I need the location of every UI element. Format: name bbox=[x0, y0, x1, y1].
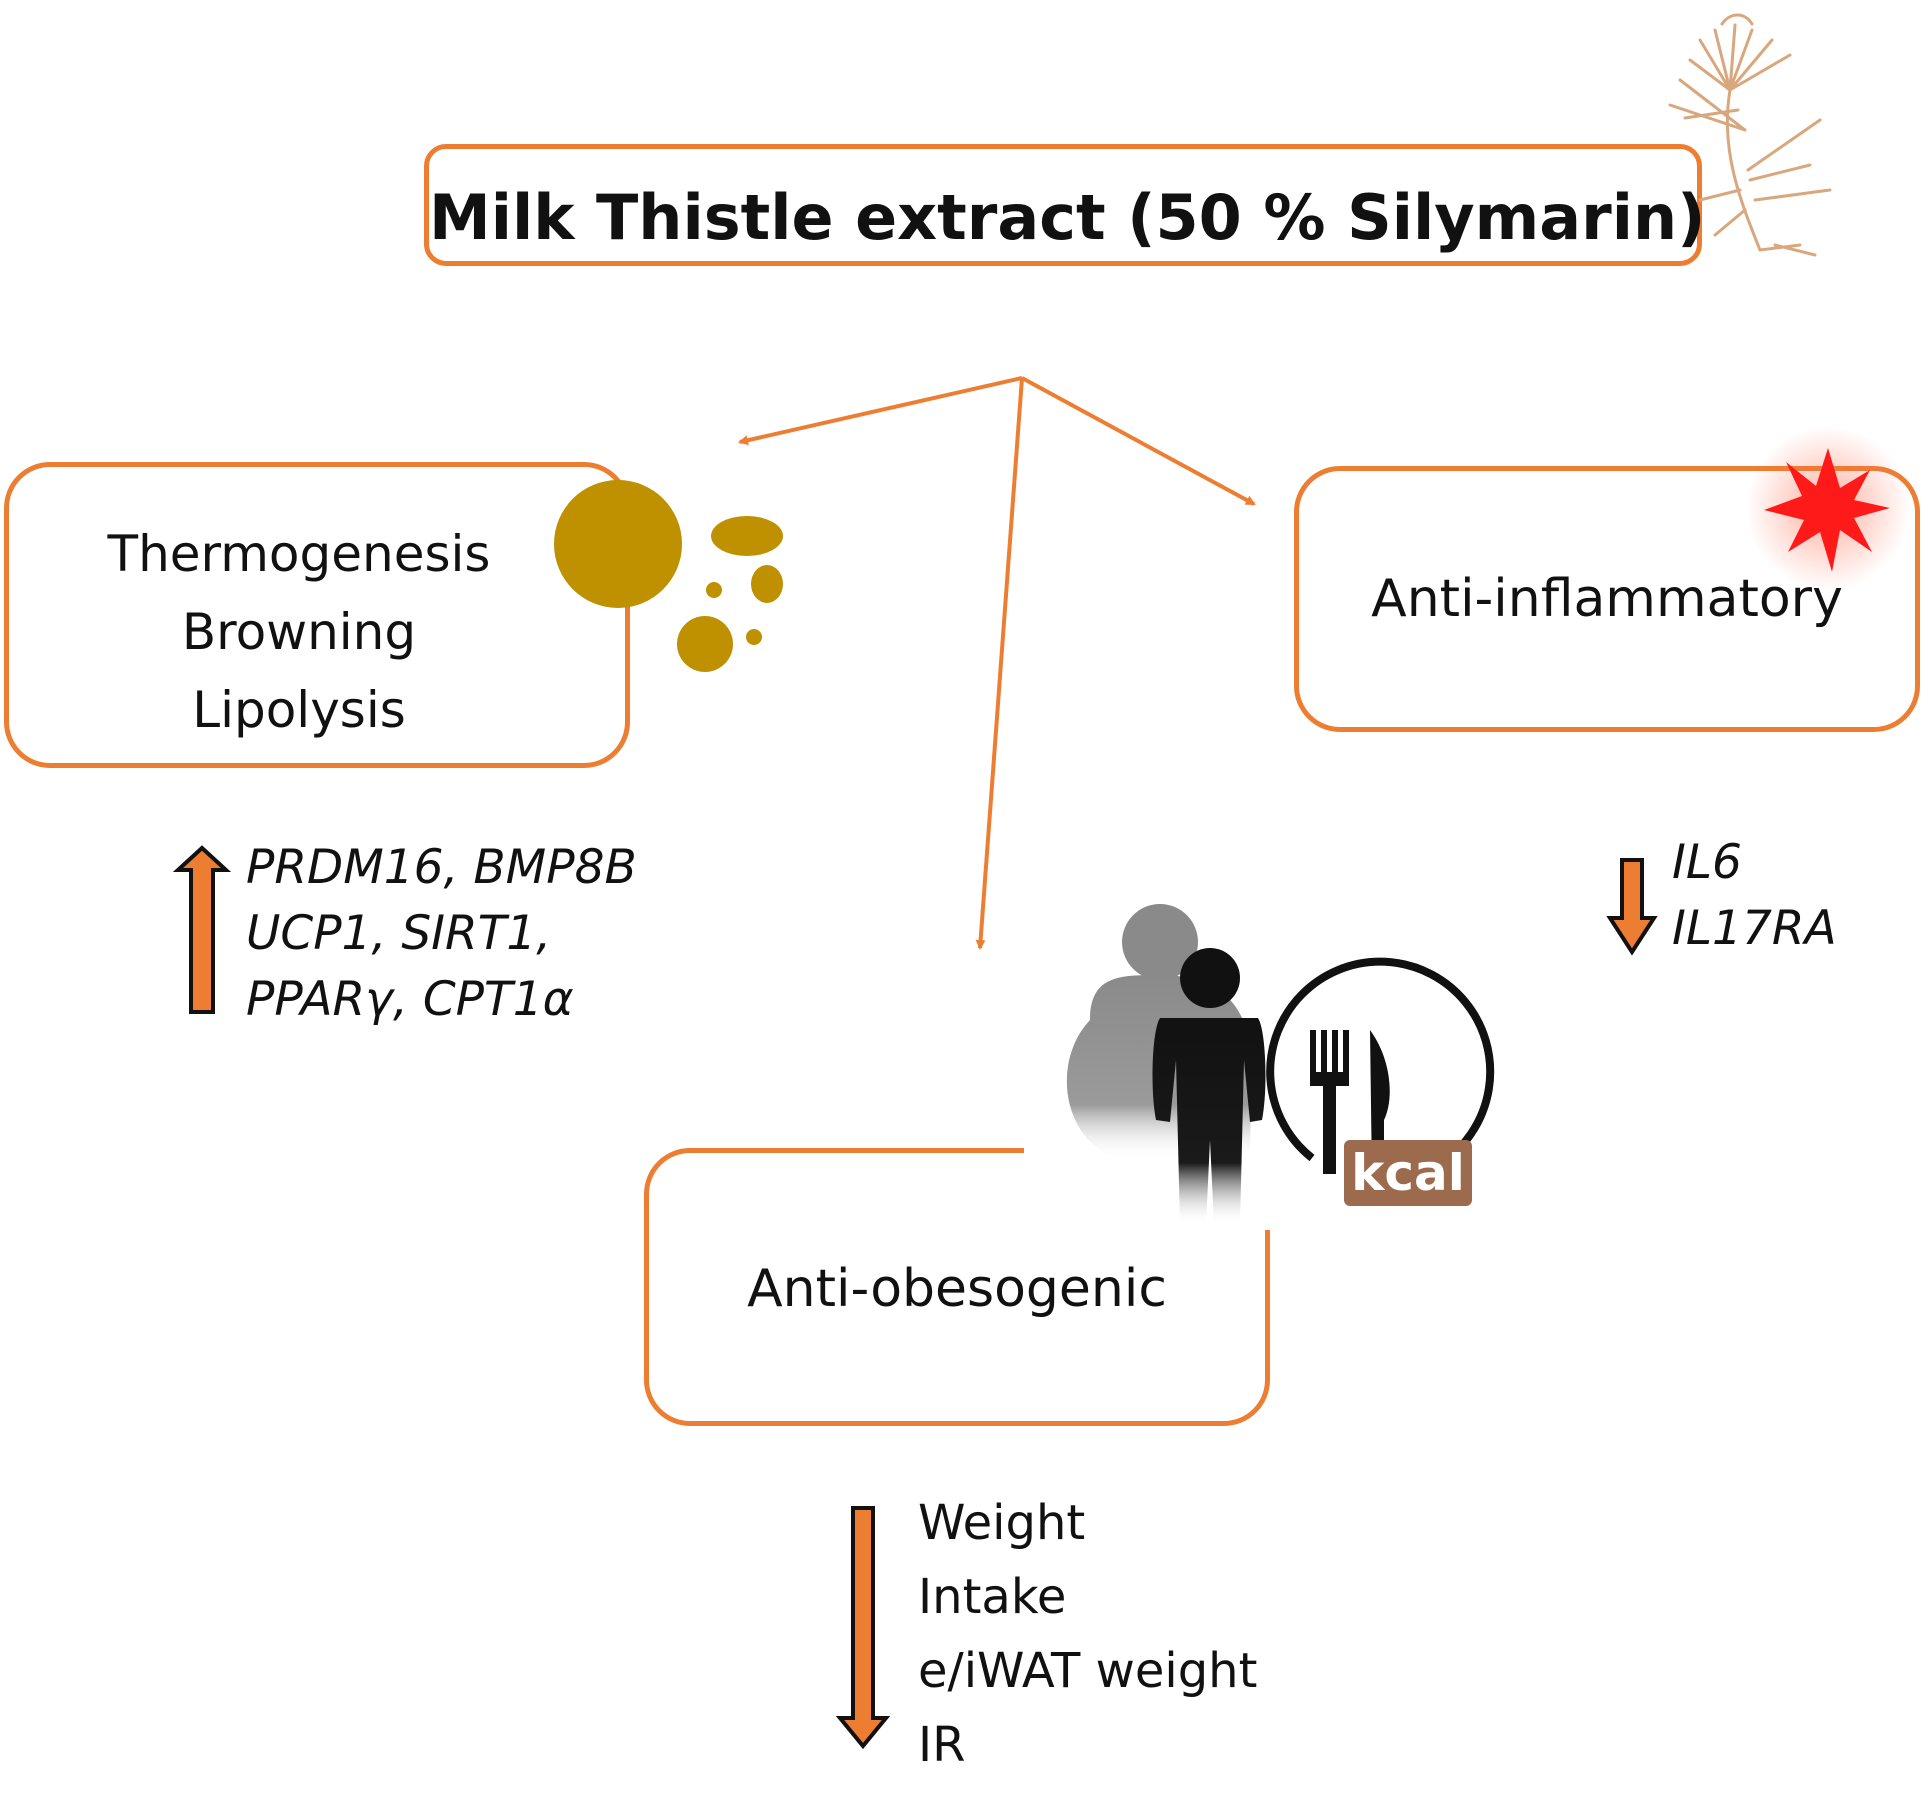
slim-person-head bbox=[1180, 948, 1240, 1008]
arrow-to-anti-obesogenic bbox=[975, 377, 1024, 950]
thermogenesis-labels: Thermogenesis Browning Lipolysis bbox=[89, 515, 509, 749]
gene-line: IL17RA bbox=[1672, 901, 1837, 956]
fat-droplet bbox=[706, 582, 722, 598]
diagram-title: Milk Thistle extract (50 % Silymarin) bbox=[429, 181, 1706, 254]
anti-obesogenic-effects: Weight Intake e/iWAT weight IR bbox=[918, 1486, 1257, 1782]
effect-line: IR bbox=[918, 1717, 966, 1773]
lipolysis-label: Lipolysis bbox=[192, 681, 406, 739]
anti-obesogenic-label: Anti-obesogenic bbox=[747, 1259, 1167, 1319]
gene-line: PPARγ, CPT1α bbox=[246, 972, 574, 1027]
browning-label: Browning bbox=[181, 603, 417, 661]
thermogenesis-box: Thermogenesis Browning Lipolysis bbox=[4, 462, 630, 768]
gene-line: PRDM16, BMP8B bbox=[246, 840, 637, 895]
effect-line: Intake bbox=[918, 1569, 1067, 1625]
fat-droplet-large bbox=[554, 480, 682, 608]
anti-inflammatory-label: Anti-inflammatory bbox=[1371, 569, 1843, 629]
gene-line: UCP1, SIRT1, bbox=[246, 906, 552, 961]
thermogenesis-label: Thermogenesis bbox=[107, 525, 491, 583]
fat-droplet bbox=[746, 629, 762, 645]
gene-line: IL6 bbox=[1672, 835, 1742, 890]
fat-droplet bbox=[751, 565, 783, 603]
fat-droplet bbox=[677, 616, 733, 672]
slim-person-body bbox=[1152, 1018, 1266, 1225]
title-box: Milk Thistle extract (50 % Silymarin) bbox=[424, 144, 1706, 266]
large-person-head bbox=[1122, 904, 1198, 980]
thermogenesis-genes: PRDM16, BMP8B UCP1, SIRT1, PPARγ, CPT1α bbox=[246, 835, 637, 1033]
kcal-label: kcal bbox=[1351, 1144, 1465, 1202]
effect-line: e/iWAT weight bbox=[918, 1643, 1258, 1699]
arrow-to-thermogenesis bbox=[738, 376, 1023, 446]
effect-line: Weight bbox=[918, 1495, 1086, 1551]
kcal-badge bbox=[1344, 1140, 1472, 1206]
anti-inflammatory-genes: IL6 IL17RA bbox=[1672, 830, 1837, 962]
fat-droplet bbox=[711, 516, 783, 556]
arrow-to-anti-inflammatory bbox=[1021, 376, 1256, 506]
